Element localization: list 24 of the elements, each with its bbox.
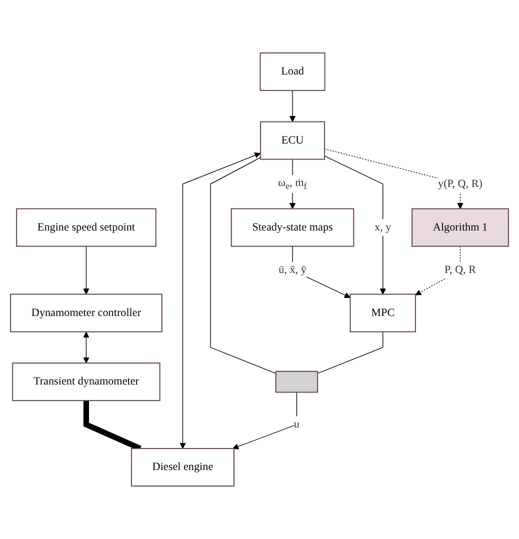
arrow <box>83 332 90 364</box>
node-box: Load <box>260 52 326 91</box>
node-box: Steady-state maps <box>230 208 354 247</box>
arrow <box>324 156 386 294</box>
edge-label: u <box>294 418 300 430</box>
node-box <box>275 370 318 393</box>
edge-label: y(P, Q, R) <box>438 178 482 190</box>
edge-label: ū, x̄, ȳ <box>278 264 306 276</box>
edge-label: ω$_{e}$, ṁ$_{f}$ <box>278 177 307 192</box>
node-box: MPC <box>350 294 416 332</box>
node-box: Algorithm 1 <box>412 208 509 247</box>
edge-label: P, Q, R <box>444 264 476 276</box>
edge-label: x, y <box>374 221 392 234</box>
connector <box>317 331 384 374</box>
node-box: Transient dynamometer <box>12 362 160 402</box>
node-box: Dynamometer controller <box>10 294 162 332</box>
arrow <box>83 246 90 294</box>
node-box: Engine speed setpoint <box>16 208 156 247</box>
node-box: Diesel engine <box>130 448 235 487</box>
arrow <box>232 392 298 450</box>
node-box: ECU <box>260 121 326 160</box>
arrow <box>180 152 261 449</box>
arrow <box>289 90 296 122</box>
connector <box>210 157 276 374</box>
